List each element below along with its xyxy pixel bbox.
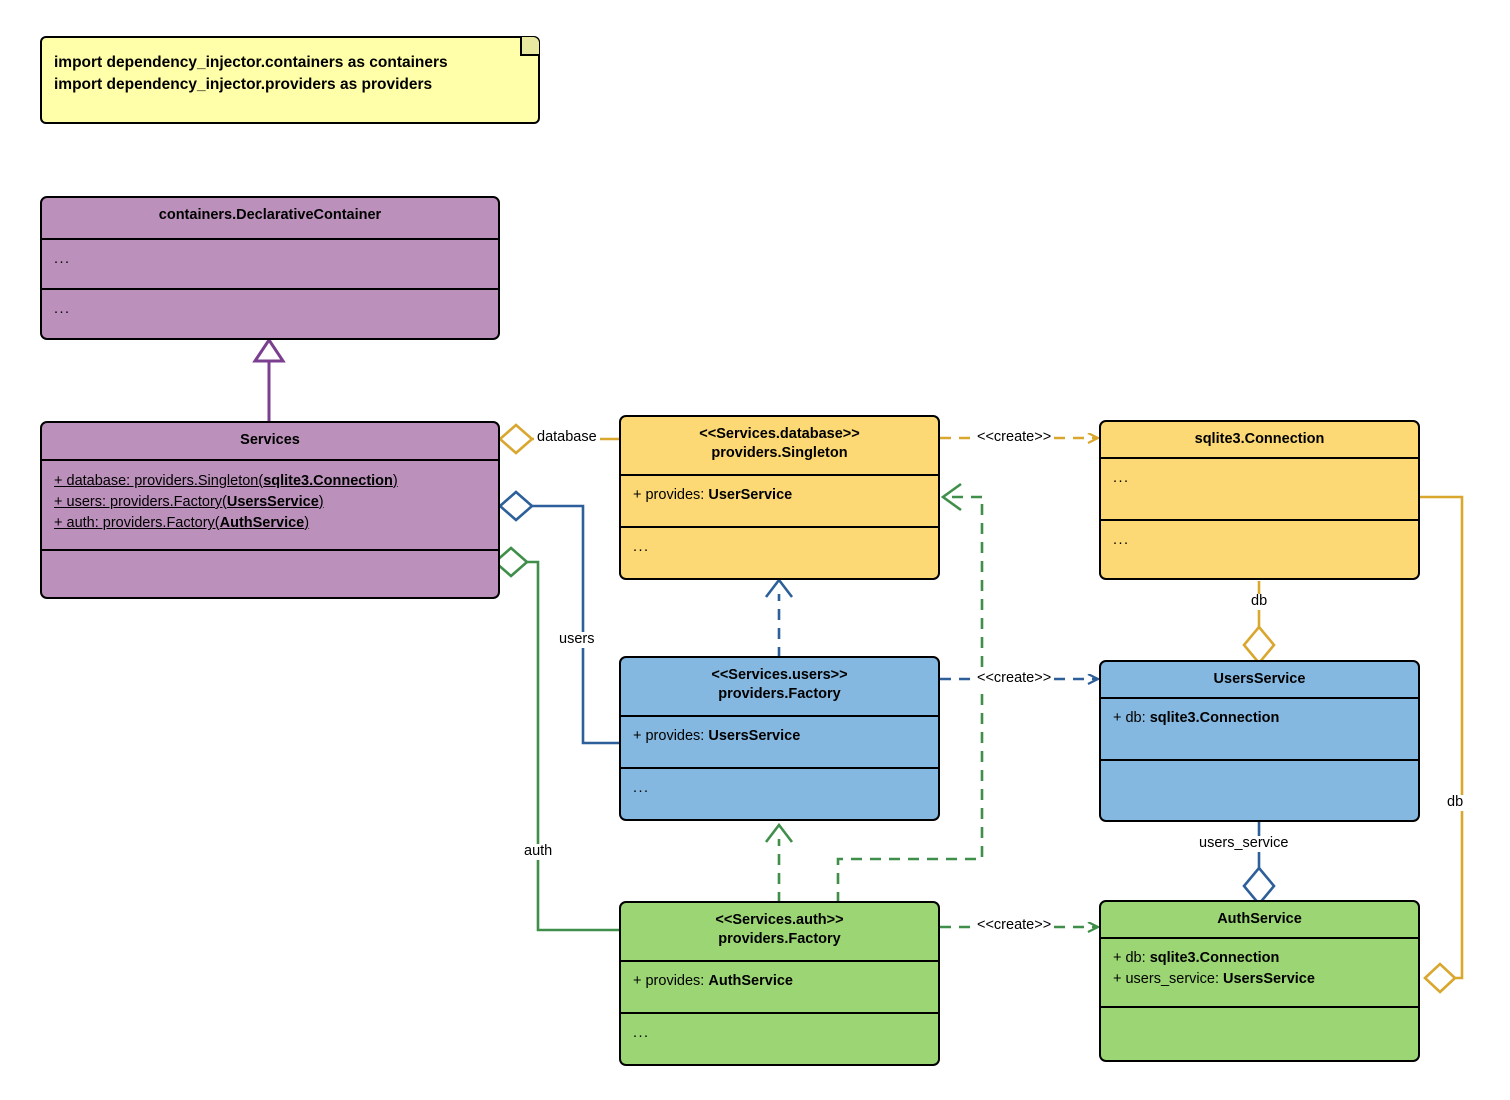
class-header: AuthService <box>1101 902 1418 939</box>
class-services[interactable]: Services + database: providers.Singleton… <box>40 421 500 599</box>
class-header: <<Services.database>> providers.Singleto… <box>621 417 938 476</box>
method-ellipsis: ... <box>1113 532 1130 548</box>
class-header: <<Services.auth>> providers.Factory <box>621 903 938 962</box>
class-header: containers.DeclarativeContainer <box>42 198 498 240</box>
note-text: import dependency_injector.containers as… <box>54 54 448 93</box>
class-header: sqlite3.Connection <box>1101 422 1418 459</box>
note-imports: import dependency_injector.containers as… <box>40 36 540 124</box>
class-attributes-compartment: + database: providers.Singleton(sqlite3.… <box>42 461 498 551</box>
class-methods-compartment <box>1101 1008 1418 1060</box>
edge-label-db-authservice: db <box>1444 794 1467 811</box>
class-title: AuthService <box>1217 911 1302 927</box>
class-methods-compartment: ... <box>621 1014 938 1064</box>
class-attributes-compartment: + provides: UserService <box>621 476 938 528</box>
method-ellipsis: ... <box>633 780 650 796</box>
class-stereotype: <<Services.users>> <box>711 667 848 683</box>
class-services-users-provider[interactable]: <<Services.users>> providers.Factory + p… <box>619 656 940 821</box>
edge-label-db-usersservice: db <box>1248 593 1271 610</box>
attribute-provides: + provides: UserService <box>633 487 793 503</box>
class-services-database-provider[interactable]: <<Services.database>> providers.Singleto… <box>619 415 940 580</box>
edge-label-database: database <box>534 429 600 446</box>
attribute-database: + database: providers.Singleton(sqlite3.… <box>54 473 398 489</box>
edge-aggregation-connection-authservice-db <box>1419 495 1464 994</box>
class-header: <<Services.users>> providers.Factory <box>621 658 938 717</box>
edge-label-create-users: <<create>> <box>974 670 1055 687</box>
class-attributes-compartment: + provides: AuthService <box>621 962 938 1014</box>
attribute-db: + db: sqlite3.Connection <box>1113 710 1280 726</box>
edge-aggregation-services-users <box>498 490 619 745</box>
edge-aggregation-services-auth <box>493 546 619 932</box>
edge-label-users-service: users_service <box>1196 835 1292 852</box>
class-attributes-compartment: ... <box>42 240 498 290</box>
method-ellipsis: ... <box>54 301 71 317</box>
class-header: Services <box>42 423 498 461</box>
class-title: Services <box>240 432 300 448</box>
class-methods-compartment: ... <box>621 528 938 578</box>
class-authservice[interactable]: AuthService + db: sqlite3.Connection + u… <box>1099 900 1420 1062</box>
edge-label-users: users <box>556 631 598 648</box>
class-stereotype: <<Services.database>> <box>699 426 860 442</box>
class-sqlite3-connection[interactable]: sqlite3.Connection ... ... <box>1099 420 1420 580</box>
method-ellipsis: ... <box>633 539 650 555</box>
class-methods-compartment <box>42 551 498 597</box>
edge-label-auth: auth <box>521 843 556 860</box>
class-attributes-compartment: + db: sqlite3.Connection + users_service… <box>1101 939 1418 1008</box>
class-methods-compartment: ... <box>42 290 498 338</box>
attribute-provides: + provides: UsersService <box>633 728 801 744</box>
attribute-provides: + provides: AuthService <box>633 973 793 989</box>
class-methods-compartment: ... <box>1101 521 1418 578</box>
class-title: providers.Singleton <box>711 445 848 462</box>
class-title: providers.Factory <box>718 686 841 703</box>
class-title: sqlite3.Connection <box>1194 431 1325 447</box>
method-ellipsis: ... <box>633 1025 650 1041</box>
edge-dependency-auth-to-users <box>764 822 794 903</box>
attribute-users-service: + users_service: UsersService <box>1113 971 1315 988</box>
attribute-auth: + auth: providers.Factory(AuthService) <box>54 515 310 532</box>
attribute-ellipsis: ... <box>54 251 71 267</box>
edge-label-create-database: <<create>> <box>974 429 1055 446</box>
class-methods-compartment: ... <box>621 769 938 819</box>
class-attributes-compartment: + db: sqlite3.Connection <box>1101 699 1418 761</box>
class-attributes-compartment: + provides: UsersService <box>621 717 938 769</box>
class-header: UsersService <box>1101 662 1418 699</box>
note-fold-corner <box>520 37 539 56</box>
class-stereotype: <<Services.auth>> <box>715 912 844 928</box>
class-services-auth-provider[interactable]: <<Services.auth>> providers.Factory + pr… <box>619 901 940 1066</box>
class-title: providers.Factory <box>718 931 841 948</box>
class-usersservice[interactable]: UsersService + db: sqlite3.Connection <box>1099 660 1420 822</box>
attribute-users: + users: providers.Factory(UsersService) <box>54 494 324 511</box>
class-title: containers.DeclarativeContainer <box>158 207 382 223</box>
class-title: UsersService <box>1213 671 1306 687</box>
class-containers-declarativecontainer[interactable]: containers.DeclarativeContainer ... ... <box>40 196 500 340</box>
edge-dependency-users-to-database <box>764 577 794 658</box>
class-methods-compartment <box>1101 761 1418 820</box>
class-attributes-compartment: ... <box>1101 459 1418 521</box>
attribute-ellipsis: ... <box>1113 470 1130 486</box>
attribute-db: + db: sqlite3.Connection <box>1113 950 1280 966</box>
edge-label-create-auth: <<create>> <box>974 917 1055 934</box>
edge-generalization-services-to-container <box>252 337 286 421</box>
